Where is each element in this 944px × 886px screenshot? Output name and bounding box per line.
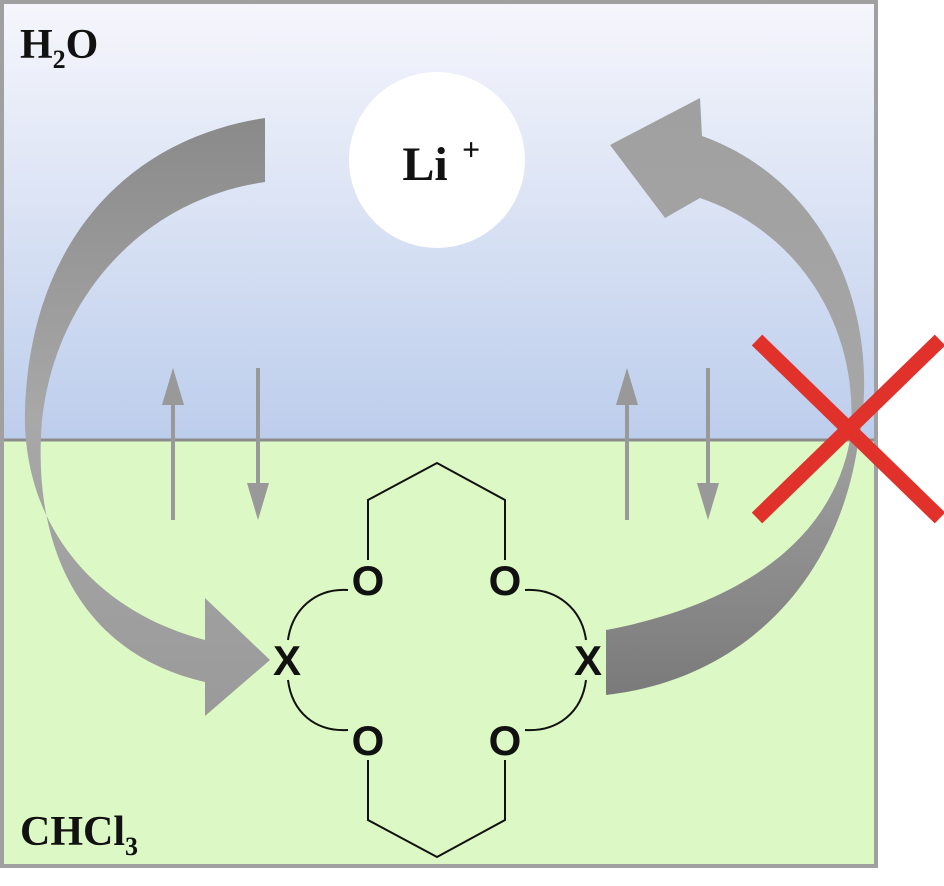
oxygen-atom: O	[489, 557, 522, 604]
left-curved-arrow-icon	[24, 118, 271, 716]
svg-text:Li: Li	[402, 138, 447, 191]
x-atom-right: X	[574, 637, 602, 684]
equilibrium-arrows-left	[162, 368, 269, 520]
oxygen-atom: O	[352, 557, 385, 604]
oxygen-atom: O	[352, 717, 385, 764]
container-border	[0, 0, 878, 868]
equilibrium-arrows-right	[616, 368, 719, 520]
water-label: H2O	[20, 22, 98, 74]
chloroform-label: CHCl3	[20, 809, 138, 861]
x-atom-left: X	[273, 637, 301, 684]
crown-ether-molecule	[287, 461, 587, 859]
oxygen-atom: O	[489, 717, 522, 764]
chloroform-phase	[2, 440, 876, 866]
svg-text:+: +	[462, 131, 480, 167]
blocked-cross-icon	[751, 334, 944, 524]
right-curved-arrow-icon	[606, 98, 865, 695]
lithium-ion: Li +	[349, 72, 525, 248]
